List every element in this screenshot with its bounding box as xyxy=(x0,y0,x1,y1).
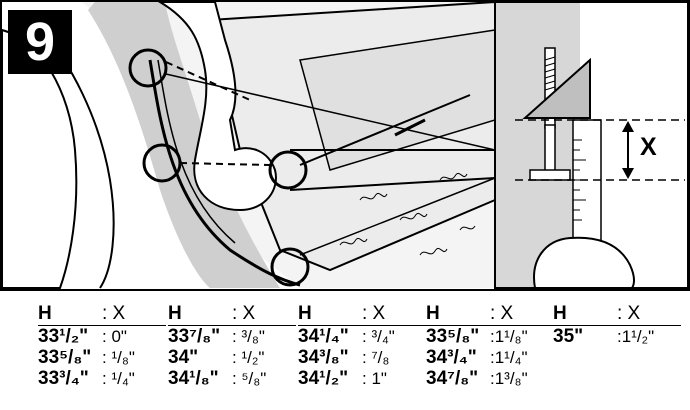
h-value: 35" xyxy=(553,326,584,347)
table-row: 34¹/₂" : 1" xyxy=(298,368,426,389)
detail-panel xyxy=(494,1,689,289)
x-header: : X xyxy=(617,303,641,324)
main-scene xyxy=(0,0,496,289)
tape-measure xyxy=(572,119,602,246)
x-header: : X xyxy=(102,303,126,324)
table-row: 33⁵/₈" : ¹/₈" xyxy=(38,347,166,368)
x-value: : ⁵/₈" xyxy=(232,369,267,388)
h-header: H xyxy=(38,303,52,324)
column-header: H : X xyxy=(426,303,554,326)
h-value: 33¹/₂" xyxy=(38,326,89,347)
screw-circle-bottom xyxy=(270,247,310,287)
table-row: 33¹/₂" : 0" xyxy=(38,326,166,347)
h-value: 33³/₄" xyxy=(38,368,89,389)
h-value: 34" xyxy=(168,347,199,368)
x-header: : X xyxy=(362,303,386,324)
x-header: : X xyxy=(232,303,256,324)
x-value: : ¹/₈" xyxy=(102,348,135,367)
h-value: 34¹/₂" xyxy=(298,368,349,389)
x-value: :1¹/₄" xyxy=(490,348,528,367)
x-value: :1³/₈" xyxy=(490,369,528,388)
x-header: : X xyxy=(490,303,514,324)
table-column: H : X 33¹/₂" : 0" 33⁵/₈" : ¹/₈" 33³/₄" : ¹/… xyxy=(38,303,166,389)
h-header: H xyxy=(426,303,440,324)
x-value: : 0" xyxy=(102,327,127,346)
h-value: 34³/₄" xyxy=(426,347,477,368)
column-header: H : X xyxy=(553,303,681,326)
x-value: :1¹/₈" xyxy=(490,327,528,346)
h-value: 34⁷/₈" xyxy=(426,368,479,389)
h-value: 33⁵/₈" xyxy=(426,326,480,347)
table-column: H : X 33⁵/₈" :1¹/₈" 34³/₄" :1¹/₄" 34⁷/₈" :1… xyxy=(426,303,554,389)
screw-circle-right xyxy=(268,150,308,190)
h-header: H xyxy=(298,303,312,324)
table-row: 33⁷/₈" : ³/₈" xyxy=(168,326,296,347)
detail-hand xyxy=(533,236,635,289)
x-value: : ³/₄" xyxy=(362,327,395,346)
x-value: : ³/₈" xyxy=(232,327,265,346)
hand xyxy=(156,1,277,212)
h-header: H xyxy=(168,303,182,324)
column-header: H : X xyxy=(298,303,426,326)
table-row: 35" :1¹/₂" xyxy=(553,326,681,347)
step-number-badge: 9 xyxy=(8,10,72,74)
insulation-texture xyxy=(339,172,476,256)
table-column: H : X 33⁷/₈" : ³/₈" 34" : ¹/₂" 34¹/₈" : ⁵/₈… xyxy=(168,303,296,389)
shade-area xyxy=(88,2,280,288)
table-column: H : X 34¹/₄" : ³/₄" 34³/₈" : ⁷/₈ 34¹/₂" : 1… xyxy=(298,303,426,389)
x-value: : ⁷/₈ xyxy=(362,348,390,367)
table-row: 34¹/₈" : ⁵/₈" xyxy=(168,368,296,389)
table-row: 34⁷/₈" :1³/₈" xyxy=(426,368,554,389)
x-value: : ¹/₄" xyxy=(102,369,135,388)
x-value: :1¹/₂" xyxy=(617,327,655,346)
assembly-illustration: 9 X xyxy=(0,0,690,291)
h-header: H xyxy=(553,303,567,324)
table-column: H : X 35" :1¹/₂" xyxy=(553,303,681,347)
table-row: 34" : ¹/₂" xyxy=(168,347,296,368)
x-value: : ¹/₂" xyxy=(232,348,265,367)
h-value: 33⁵/₈" xyxy=(38,347,92,368)
x-value: : 1" xyxy=(362,369,387,388)
table-row: 34¹/₄" : ³/₄" xyxy=(298,326,426,347)
height-lookup-table: H : X 33¹/₂" : 0" 33⁵/₈" : ¹/₈" 33³/₄" : ¹/… xyxy=(0,293,690,410)
column-header: H : X xyxy=(38,303,166,326)
dimension-label: X xyxy=(640,133,657,161)
table-row: 34³/₄" :1¹/₄" xyxy=(426,347,554,368)
screw-circle-top xyxy=(128,48,168,88)
table-row: 33³/₄" : ¹/₄" xyxy=(38,368,166,389)
illustration-svg xyxy=(0,0,690,291)
h-value: 34¹/₄" xyxy=(298,326,349,347)
h-value: 34¹/₈" xyxy=(168,368,219,389)
table-row: 33⁵/₈" :1¹/₈" xyxy=(426,326,554,347)
table-row: 34³/₈" : ⁷/₈ xyxy=(298,347,426,368)
h-value: 33⁷/₈" xyxy=(168,326,221,347)
h-value: 34³/₈" xyxy=(298,347,349,368)
column-header: H : X xyxy=(168,303,296,326)
